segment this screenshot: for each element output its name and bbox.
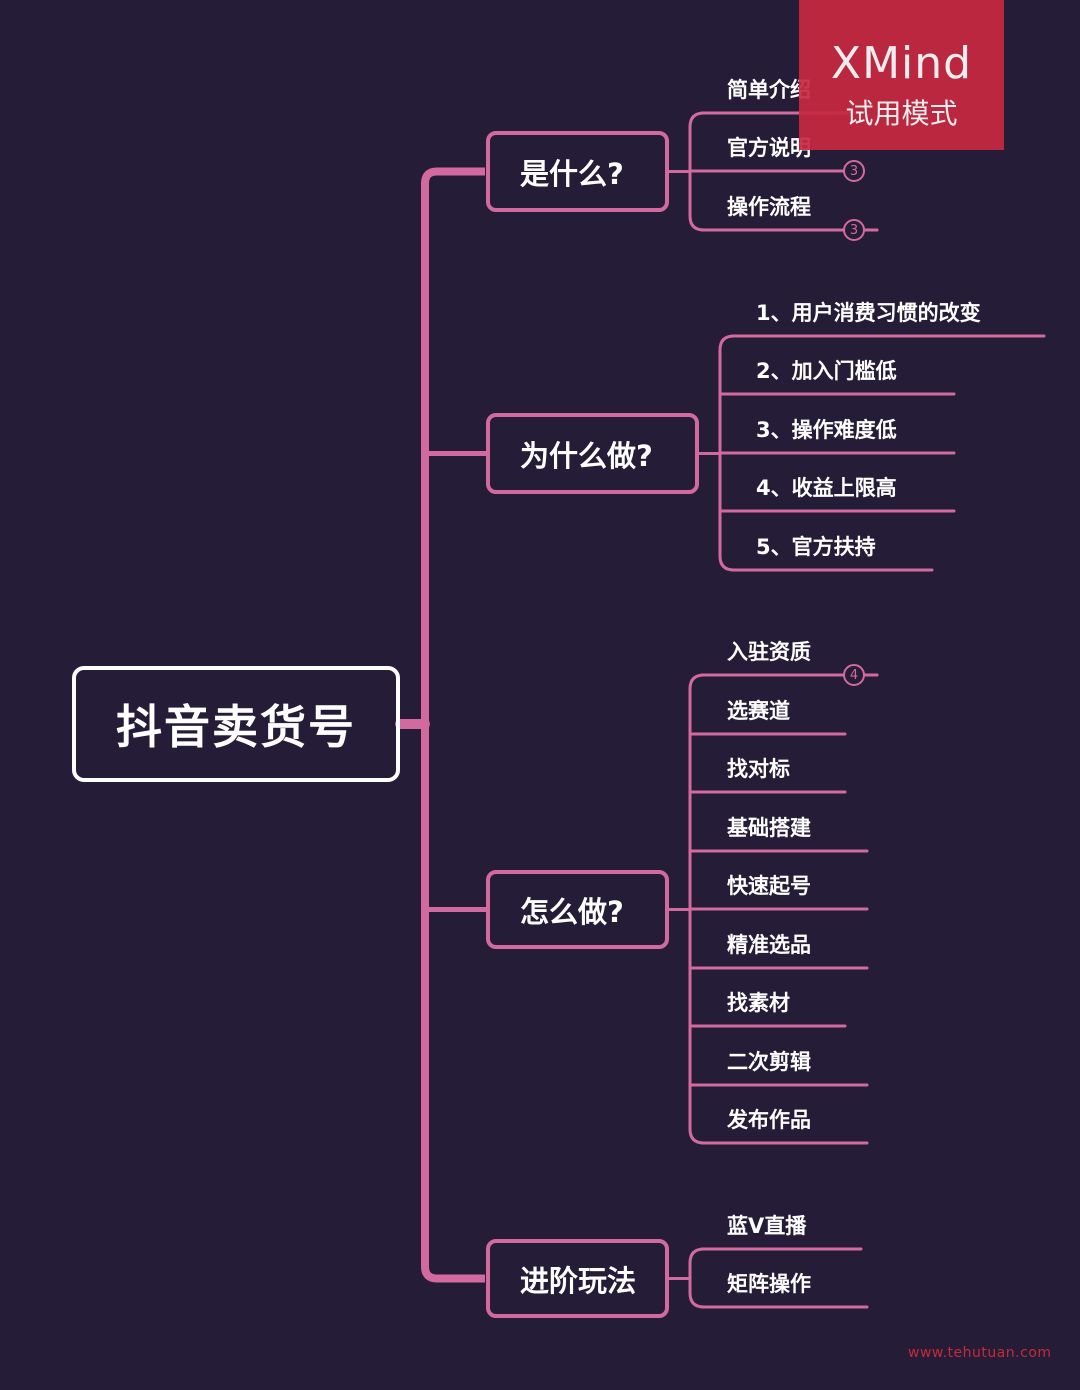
subtopic-label[interactable]: 蓝V直播 bbox=[727, 1214, 807, 1238]
branch-topic[interactable]: 进阶玩法 bbox=[486, 1239, 669, 1318]
subtopic-label[interactable]: 入驻资质 bbox=[727, 640, 811, 664]
root-topic[interactable]: 抖音卖货号 bbox=[72, 666, 400, 782]
subtopic-label[interactable]: 选赛道 bbox=[727, 699, 790, 723]
site-watermark: www.tehutuan.com bbox=[908, 1345, 1052, 1361]
subtopic-label[interactable]: 二次剪辑 bbox=[727, 1050, 811, 1074]
xmind-brand-text: XMind bbox=[830, 38, 973, 89]
xmind-trial-overlay: XMind 试用模式 bbox=[799, 0, 1004, 150]
collapsed-count-badge[interactable]: 3 bbox=[843, 219, 865, 241]
subtopic-label[interactable]: 找对标 bbox=[727, 757, 790, 781]
subtopic-label[interactable]: 快速起号 bbox=[727, 874, 811, 898]
subtopic-label[interactable]: 精准选品 bbox=[727, 933, 811, 957]
main-spine bbox=[421, 167, 485, 1283]
subtopic-label[interactable]: 4、收益上限高 bbox=[756, 476, 897, 500]
subtopic-label[interactable]: 2、加入门槛低 bbox=[756, 359, 897, 383]
subtopic-label[interactable]: 发布作品 bbox=[727, 1108, 811, 1132]
subtopic-bracket bbox=[688, 1247, 705, 1309]
subtopic-label[interactable]: 操作流程 bbox=[727, 195, 811, 219]
subtopic-label[interactable]: 1、用户消费习惯的改变 bbox=[756, 301, 981, 325]
subtopic-label[interactable]: 官方说明 bbox=[727, 136, 811, 160]
subtopic-label[interactable]: 3、操作难度低 bbox=[756, 418, 897, 442]
subtopic-label[interactable]: 找素材 bbox=[727, 991, 790, 1015]
collapsed-count-badge[interactable]: 3 bbox=[843, 160, 865, 182]
subtopic-label[interactable]: 简单介绍 bbox=[727, 78, 811, 102]
subtopic-label[interactable]: 基础搭建 bbox=[727, 816, 811, 840]
branch-topic[interactable]: 是什么? bbox=[486, 131, 669, 212]
trial-mode-text: 试用模式 bbox=[845, 97, 958, 130]
subtopic-label[interactable]: 5、官方扶持 bbox=[756, 535, 876, 559]
collapsed-count-badge[interactable]: 4 bbox=[843, 664, 865, 686]
branch-topic[interactable]: 怎么做? bbox=[486, 870, 669, 949]
branch-topic[interactable]: 为什么做? bbox=[486, 413, 699, 494]
subtopic-label[interactable]: 矩阵操作 bbox=[727, 1272, 811, 1296]
